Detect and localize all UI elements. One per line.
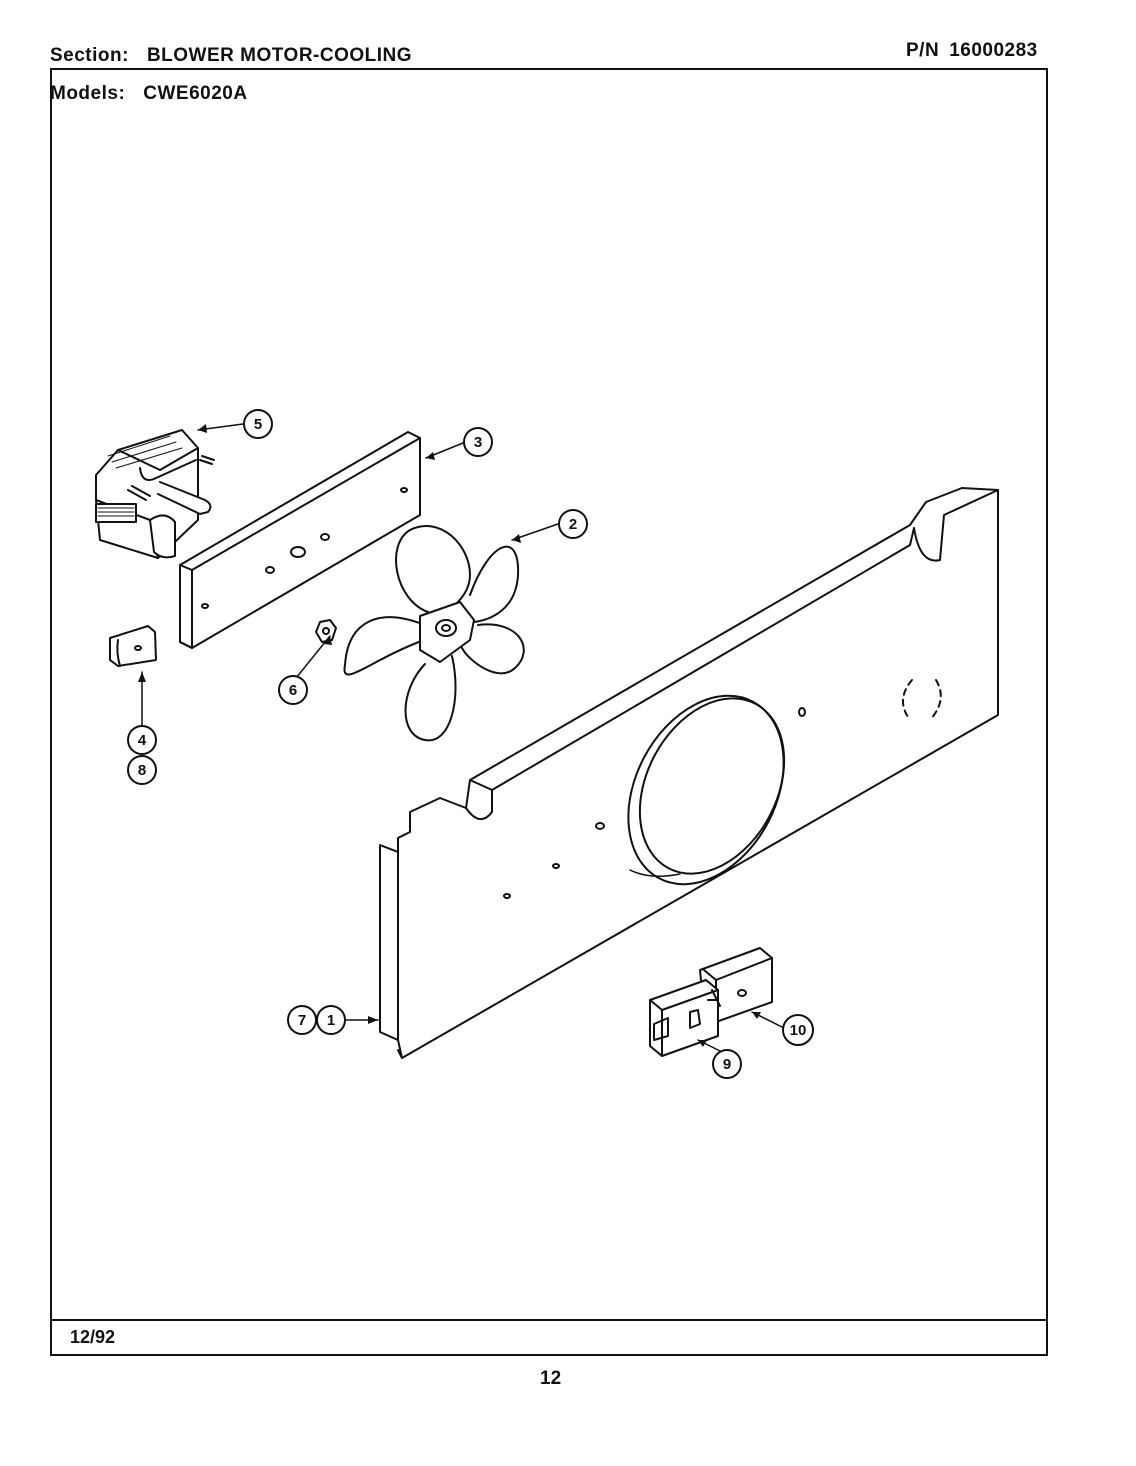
svg-text:8: 8 (138, 762, 146, 779)
svg-text:7: 7 (298, 1012, 306, 1029)
section-label: Section: (50, 45, 129, 66)
callout-5: 5 (243, 409, 273, 439)
models-line: Models: CWE6020A (50, 83, 248, 105)
svg-text:1: 1 (327, 1012, 335, 1029)
section-line: Section: BLOWER MOTOR-COOLING (50, 45, 412, 67)
part-number-line: P/N 16000283 (906, 40, 1038, 62)
callout-6: 6 (278, 675, 308, 705)
svg-text:9: 9 (723, 1056, 731, 1073)
fan-blade (343, 525, 525, 742)
motor-bracket (179, 431, 421, 649)
blower-housing-panel (379, 487, 999, 1059)
footer-divider (52, 1319, 1046, 1321)
models-label: Models: (50, 83, 126, 104)
revision-date: 12/92 (70, 1327, 116, 1347)
fan-nut (315, 619, 337, 643)
callout-4: 4 (127, 725, 157, 755)
svg-text:5: 5 (254, 416, 262, 433)
mounting-clip (109, 625, 157, 667)
pn-label: P/N (906, 40, 940, 61)
switch-assembly (649, 947, 773, 1057)
arrowheads (138, 424, 761, 1047)
callout-3: 3 (463, 427, 493, 457)
section-title: BLOWER MOTOR-COOLING (146, 45, 413, 66)
part-number: 16000283 (949, 40, 1038, 61)
page-number: 12 (540, 1368, 562, 1389)
callout-10: 10 (782, 1014, 814, 1046)
leader-6 (295, 635, 331, 679)
svg-text:3: 3 (474, 434, 482, 451)
callout-9: 9 (712, 1049, 742, 1079)
blower-motor (95, 429, 215, 559)
callout-8: 8 (127, 755, 157, 785)
svg-text:4: 4 (138, 732, 147, 749)
svg-text:10: 10 (790, 1022, 807, 1039)
callout-7: 7 (287, 1005, 317, 1035)
callout-1: 1 (316, 1005, 346, 1035)
diagram-frame (50, 68, 1048, 1356)
svg-text:6: 6 (289, 682, 297, 699)
model-number: CWE6020A (143, 83, 248, 104)
svg-text:2: 2 (569, 516, 577, 533)
callout-2: 2 (558, 509, 588, 539)
